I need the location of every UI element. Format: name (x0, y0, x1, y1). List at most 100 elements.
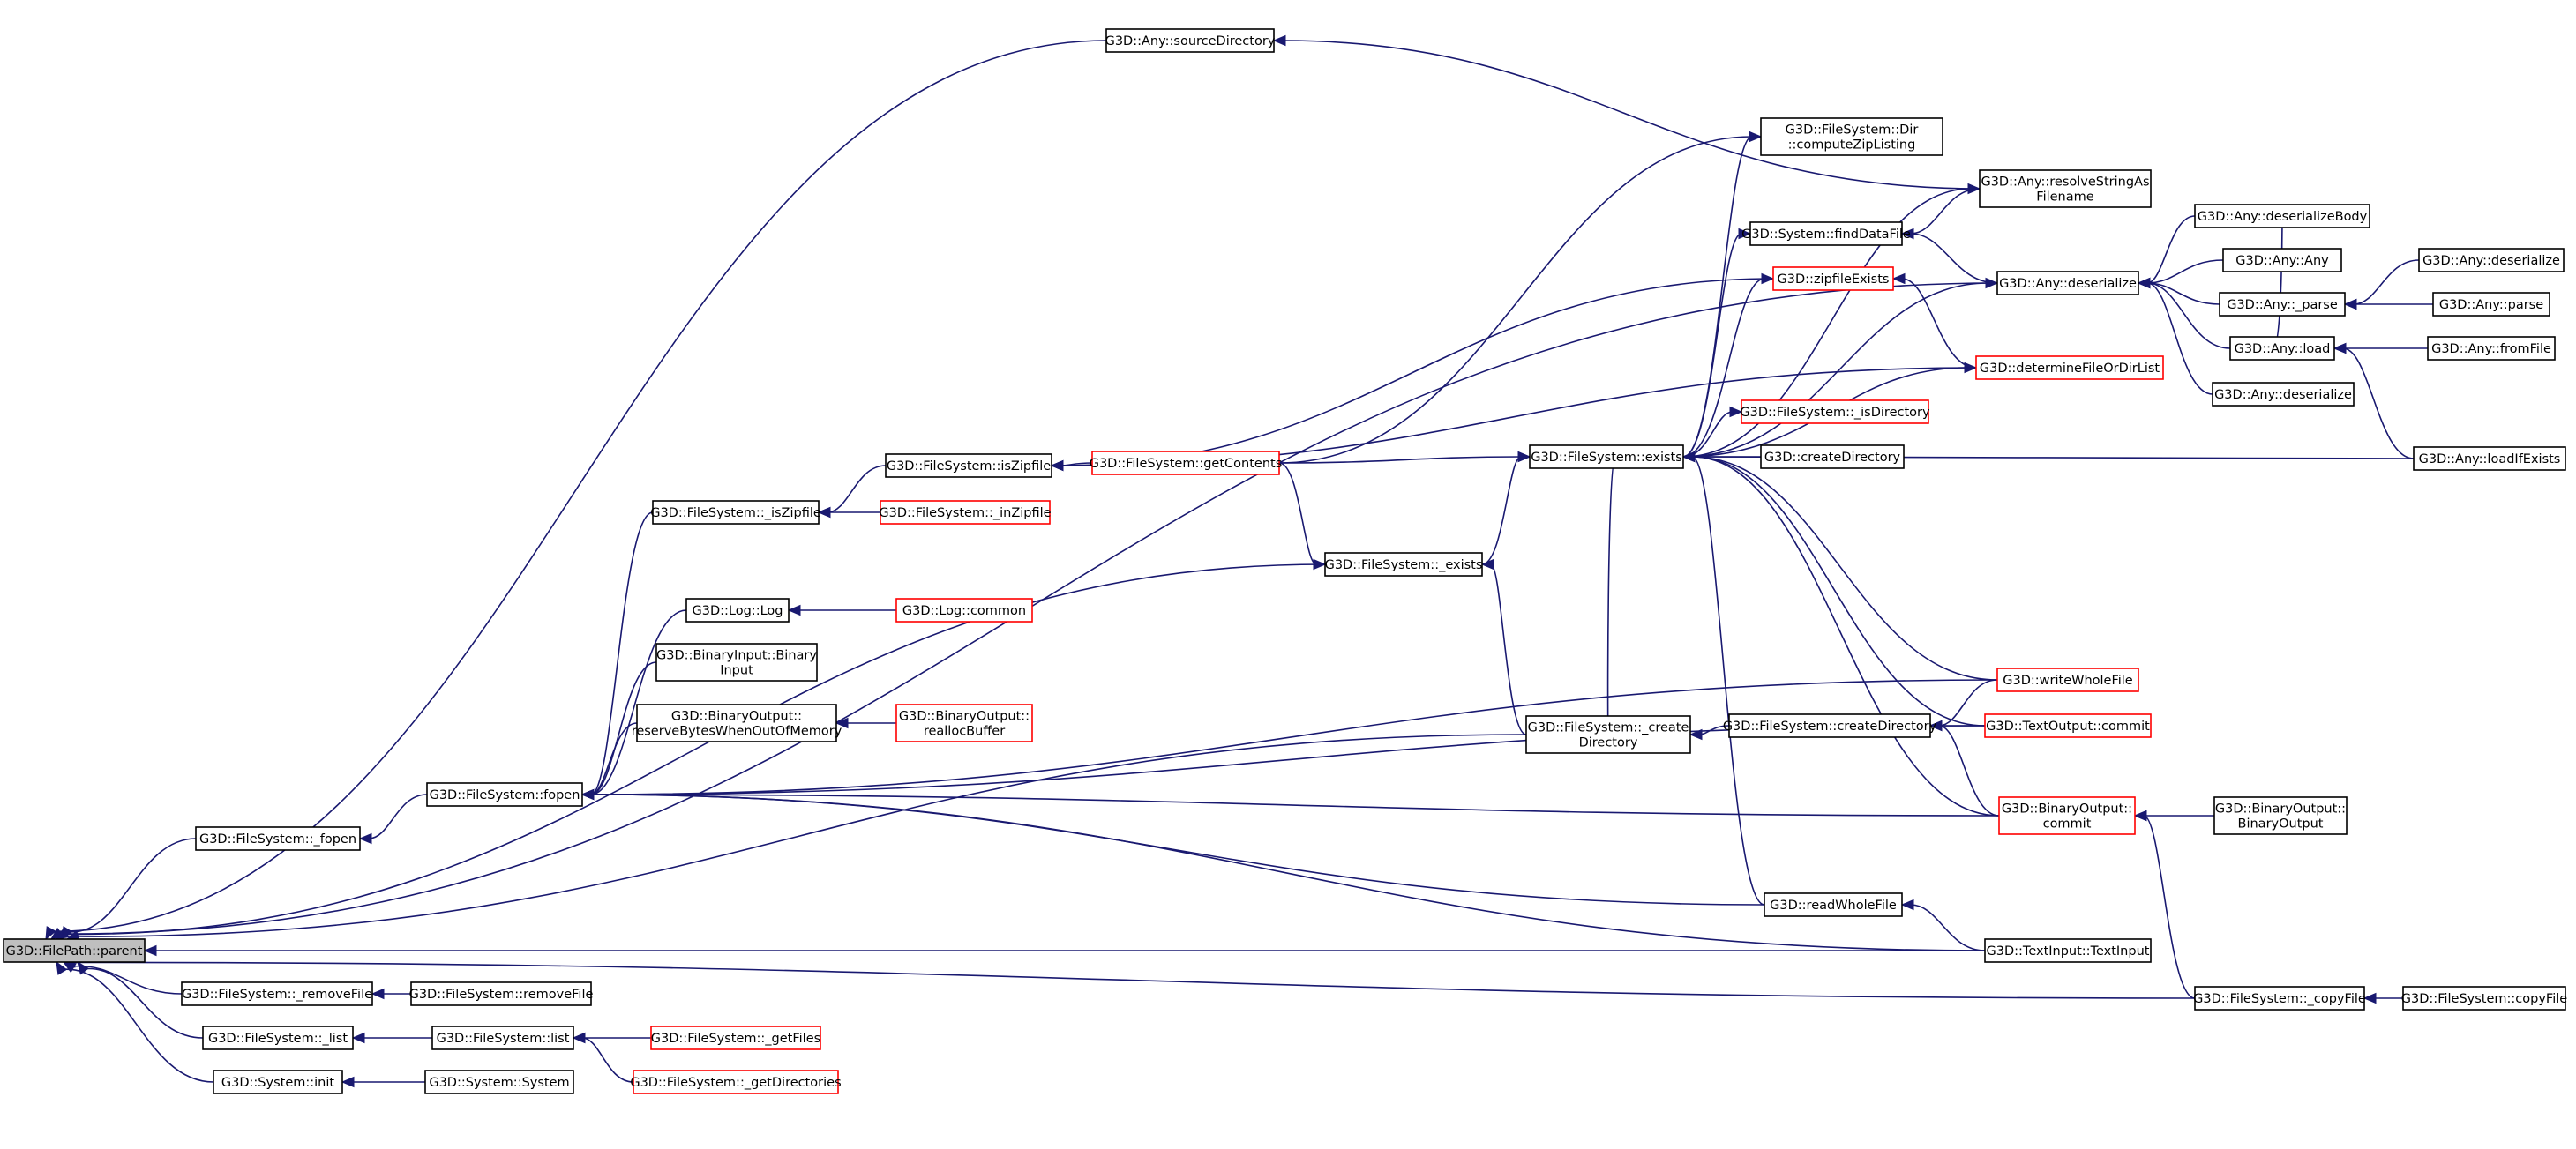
node-anyDeserializeR[interactable]: G3D::Any::deserialize (2418, 248, 2565, 272)
node-anyLoad[interactable]: G3D::Any::load (2229, 336, 2335, 361)
node-reserveBytes[interactable]: G3D::BinaryOutput::reserveBytesWhenOutOf… (632, 704, 842, 742)
node-readWholeFile[interactable]: G3D::readWholeFile (1764, 892, 1903, 917)
node-sourceDirectory[interactable]: G3D::Any::sourceDirectory (1105, 28, 1276, 53)
node-copyFileU[interactable]: G3D::FileSystem::_copyFile (2193, 986, 2366, 1011)
node-list[interactable]: G3D::FileSystem::list (431, 1026, 574, 1050)
node-box[interactable] (1529, 444, 1684, 469)
node-exists[interactable]: G3D::FileSystem::exists (1529, 444, 1684, 469)
node-box[interactable] (655, 643, 818, 682)
node-box[interactable] (895, 704, 1033, 742)
node-box[interactable] (2194, 204, 2370, 228)
node-box[interactable] (1979, 169, 2152, 208)
node-box[interactable] (1091, 451, 1280, 475)
node-writeWholeFile[interactable]: G3D::writeWholeFile (1996, 668, 2139, 692)
node-box[interactable] (1105, 28, 1275, 53)
node-box[interactable] (1749, 221, 1903, 246)
node-getDirectoriesU[interactable]: G3D::FileSystem::_getDirectories (630, 1070, 842, 1094)
node-textInput[interactable]: G3D::TextInput::TextInput (1984, 938, 2152, 963)
node-isZipfile[interactable]: G3D::FileSystem::isZipfile (885, 453, 1052, 478)
node-box[interactable] (1760, 117, 1943, 156)
node-box[interactable] (1764, 892, 1903, 917)
node-box[interactable] (2222, 248, 2342, 272)
node-anyDeserialize2[interactable]: G3D::Any::deserialize (2212, 382, 2355, 407)
node-box[interactable] (2212, 382, 2355, 407)
node-box[interactable] (1984, 713, 2152, 738)
node-binaryOutputCommit[interactable]: G3D::BinaryOutput::commit (1998, 796, 2136, 835)
node-box[interactable] (1741, 399, 1929, 424)
node-box[interactable] (213, 1070, 343, 1094)
node-box[interactable] (202, 1026, 354, 1050)
node-box[interactable] (650, 1026, 821, 1050)
node-box[interactable] (885, 453, 1052, 478)
node-logCommon[interactable]: G3D::Log::common (895, 598, 1033, 623)
node-isZipfileU[interactable]: G3D::FileSystem::_isZipfile (650, 500, 821, 525)
node-computeZipListing[interactable]: G3D::FileSystem::Dir::computeZipListing (1760, 117, 1943, 156)
node-box[interactable] (2229, 336, 2335, 361)
node-box[interactable] (1996, 668, 2139, 692)
node-anyAny[interactable]: G3D::Any::Any (2222, 248, 2342, 272)
node-fsCreateDirectory[interactable]: G3D::FileSystem::createDirectory (1723, 713, 1937, 738)
node-getContents[interactable]: G3D::FileSystem::getContents (1090, 451, 1283, 475)
node-parent[interactable]: G3D::FilePath::parent (3, 938, 146, 963)
node-textOutputCommit[interactable]: G3D::TextOutput::commit (1984, 713, 2152, 738)
node-box[interactable] (431, 1026, 574, 1050)
node-createDirectoryU[interactable]: G3D::FileSystem::_createDirectory (1525, 715, 1691, 754)
node-createDirectoryG[interactable]: G3D::createDirectory (1760, 444, 1905, 469)
node-box[interactable] (685, 598, 790, 623)
node-binaryInput[interactable]: G3D::BinaryInput::BinaryInput (655, 643, 818, 682)
node-box[interactable] (2432, 292, 2550, 317)
node-systemSystem[interactable]: G3D::System::System (424, 1070, 574, 1094)
node-anyParseU[interactable]: G3D::Any::_parse (2219, 292, 2346, 317)
node-box[interactable] (1998, 796, 2136, 835)
node-getFilesU[interactable]: G3D::FileSystem::_getFiles (650, 1026, 821, 1050)
node-box[interactable] (895, 598, 1033, 623)
node-existsU[interactable]: G3D::FileSystem::_exists (1324, 552, 1483, 577)
node-isDirectoryU[interactable]: G3D::FileSystem::_isDirectory (1740, 399, 1930, 424)
node-fopenU[interactable]: G3D::FileSystem::_fopen (195, 826, 361, 851)
node-box[interactable] (880, 500, 1051, 525)
node-box[interactable] (633, 1070, 839, 1094)
node-box[interactable] (1324, 552, 1483, 577)
node-anyParse[interactable]: G3D::Any::parse (2432, 292, 2550, 317)
node-box[interactable] (1975, 355, 2164, 380)
node-box[interactable] (3, 938, 146, 963)
node-listU[interactable]: G3D::FileSystem::_list (202, 1026, 354, 1050)
node-systemInit[interactable]: G3D::System::init (213, 1070, 343, 1094)
node-box[interactable] (424, 1070, 574, 1094)
node-zipfileExists[interactable]: G3D::zipfileExists (1772, 266, 1894, 291)
node-box[interactable] (2413, 446, 2566, 471)
node-box[interactable] (2418, 248, 2565, 272)
node-box[interactable] (2219, 292, 2346, 317)
node-box[interactable] (410, 981, 592, 1006)
node-box[interactable] (195, 826, 361, 851)
node-removeFile[interactable]: G3D::FileSystem::removeFile (409, 981, 594, 1006)
node-determineFileOrDirList[interactable]: G3D::determineFileOrDirList (1975, 355, 2164, 380)
node-box[interactable] (181, 981, 373, 1006)
node-box[interactable] (1525, 715, 1691, 754)
node-copyFile[interactable]: G3D::FileSystem::copyFile (2401, 986, 2567, 1011)
node-reallocBuffer[interactable]: G3D::BinaryOutput::reallocBuffer (895, 704, 1033, 742)
node-logLog[interactable]: G3D::Log::Log (685, 598, 790, 623)
node-box[interactable] (2427, 336, 2556, 361)
node-inZipfileU[interactable]: G3D::FileSystem::_inZipfile (879, 500, 1052, 525)
node-anyDeserialize[interactable]: G3D::Any::deserialize (1996, 271, 2139, 295)
node-box[interactable] (1728, 713, 1931, 738)
node-box[interactable] (426, 782, 583, 807)
node-box[interactable] (1772, 266, 1894, 291)
node-removeFileU[interactable]: G3D::FileSystem::_removeFile (181, 981, 373, 1006)
node-findDataFile[interactable]: G3D::System::findDataFile (1741, 221, 1911, 246)
node-box[interactable] (2194, 986, 2365, 1011)
node-binaryOutputCtor[interactable]: G3D::BinaryOutput::BinaryOutput (2213, 796, 2348, 835)
node-box[interactable] (2213, 796, 2348, 835)
node-box[interactable] (2402, 986, 2566, 1011)
node-box[interactable] (652, 500, 820, 525)
node-loadIfExists[interactable]: G3D::Any::loadIfExists (2413, 446, 2566, 471)
node-box[interactable] (636, 704, 837, 742)
node-anyFromFile[interactable]: G3D::Any::fromFile (2427, 336, 2556, 361)
node-box[interactable] (1996, 271, 2139, 295)
node-fopen[interactable]: G3D::FileSystem::fopen (426, 782, 583, 807)
node-deserializeBody[interactable]: G3D::Any::deserializeBody (2194, 204, 2370, 228)
node-box[interactable] (1984, 938, 2152, 963)
node-box[interactable] (1760, 444, 1905, 469)
